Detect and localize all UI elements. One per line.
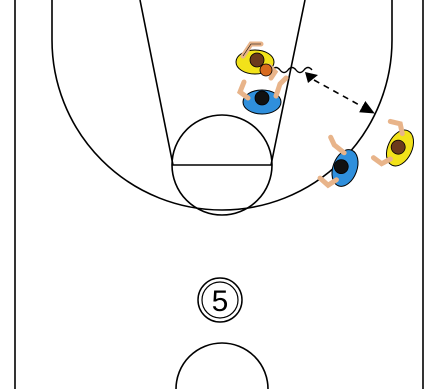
ball: [260, 64, 272, 76]
step-badge: 5: [198, 278, 242, 322]
center-circle: [176, 343, 268, 389]
defense-player-wing: [315, 137, 365, 193]
right-arm: [388, 120, 406, 134]
offense-player-wing: [373, 120, 421, 173]
defense-player-on-ball: [240, 78, 286, 114]
right-arm: [276, 78, 286, 96]
right-arm: [327, 137, 347, 153]
step-number: 5: [212, 285, 229, 318]
court-lines: [15, 0, 423, 389]
head: [250, 53, 264, 67]
head: [255, 91, 269, 105]
pass-arrow-line: [314, 80, 372, 112]
offense-player-ball-handler: [236, 44, 275, 78]
left-arm: [240, 82, 248, 98]
